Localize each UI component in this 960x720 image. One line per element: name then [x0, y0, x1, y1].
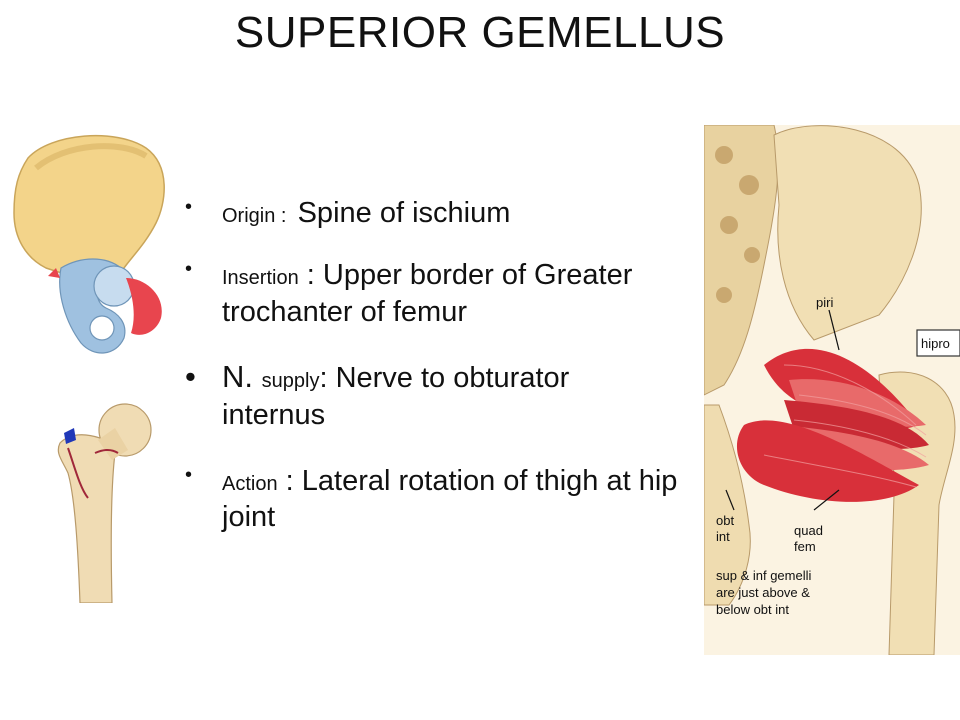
nerve-term-prefix: N. — [222, 358, 262, 394]
action-text: Lateral rotation of thigh at hip joint — [222, 464, 678, 533]
slide-title: SUPERIOR GEMELLUS — [234, 8, 726, 57]
obt-int-pointer — [725, 489, 735, 511]
quad-fem-pointer — [813, 489, 840, 511]
bullet-icon: • — [185, 258, 193, 281]
quad-fem-label-line2: fem — [794, 539, 816, 554]
insertion-line — [67, 447, 89, 499]
hip-bone-illustration — [13, 134, 165, 354]
obt-int-label-line2: int — [716, 529, 730, 544]
ischial-spine-red — [48, 268, 60, 278]
obturator-foramen — [89, 315, 115, 341]
quadratus-femoris-muscle — [736, 420, 919, 502]
nerve-separator: : — [319, 361, 336, 394]
origin-text: Spine of ischium — [297, 197, 511, 229]
origin-separator: : — [275, 205, 298, 227]
bullet-icon: • — [185, 196, 193, 218]
femur-illustration — [57, 403, 152, 603]
bullet-icon: • — [185, 358, 196, 394]
obt-int-label-line1: obt — [716, 513, 734, 528]
sacral-foramen — [715, 146, 733, 164]
piri-pointer — [828, 309, 840, 351]
bullet-list: • Origin : Spine of ischium • Insertion … — [185, 195, 680, 559]
muscle-striations — [763, 364, 927, 488]
nerve-term: supply — [261, 369, 320, 392]
greater-trochanter-blue — [64, 428, 76, 444]
sacral-foramen — [739, 175, 759, 195]
ischium — [704, 404, 751, 606]
ilium-crest-shade — [34, 143, 148, 171]
piri-label: piri — [816, 295, 833, 310]
pubis-red — [126, 278, 162, 335]
bullet-icon: • — [185, 463, 193, 486]
list-item-insertion: • Insertion : Upper border of Greater tr… — [185, 257, 680, 330]
hipro-box-label: hipro — [921, 336, 950, 351]
insertion-term: Insertion — [222, 267, 299, 290]
femur-shaft — [57, 434, 116, 603]
sacral-foramen — [720, 216, 738, 234]
insertion-text: Upper border of Greater trochanter of fe… — [222, 259, 633, 328]
femoral-neck — [98, 428, 128, 460]
origin-term: Origin — [222, 205, 276, 227]
sacral-foramen — [716, 287, 732, 303]
insertion-line-2 — [94, 449, 119, 454]
insertion-separator: : — [298, 259, 323, 292]
ilium — [13, 134, 165, 279]
action-separator: : — [277, 464, 302, 497]
ilium-posterior — [773, 125, 922, 341]
action-term: Action — [222, 472, 278, 495]
gluteal-muscles-illustration: piri obt int quad fem sup & inf gemelli … — [704, 125, 960, 655]
nerve-text: Nerve to obturator internus — [222, 361, 570, 431]
acetabulum — [93, 265, 135, 307]
hipro-box — [916, 329, 960, 357]
note-line3: below obt int — [716, 602, 789, 617]
list-item-origin: • Origin : Spine of ischium — [185, 195, 680, 231]
quad-fem-label-line1: quad — [794, 523, 823, 538]
note-line1: sup & inf gemelli — [716, 568, 811, 583]
sacral-foramen — [744, 247, 760, 263]
list-item-nerve-supply: • N. supply: Nerve to obturator internus — [185, 358, 680, 433]
list-item-action: • Action : Lateral rotation of thigh at … — [185, 463, 680, 536]
note-line2: are just above & — [716, 585, 810, 600]
